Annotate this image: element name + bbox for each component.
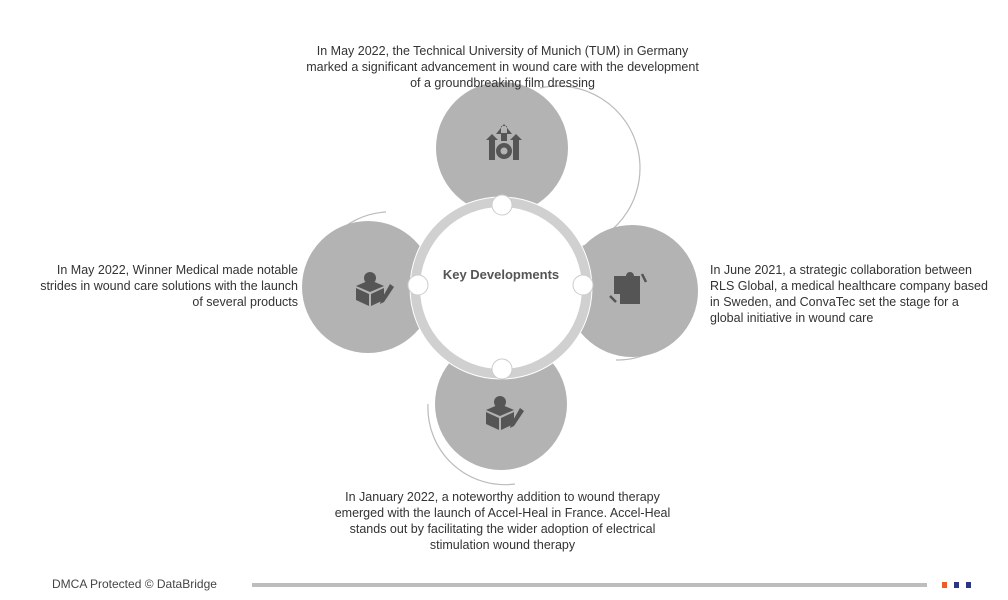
right-development-text: In June 2021, a strategic collaboration … (710, 263, 988, 325)
growth-gear-icon (486, 124, 522, 160)
footer-copyright: DMCA Protected © DataBridge (52, 577, 217, 591)
top-development-text: In May 2022, the Technical University of… (306, 44, 699, 90)
top-connector-dot (491, 194, 513, 216)
brand-square-orange (942, 582, 947, 588)
bottom-development-text: In January 2022, a noteworthy addition t… (334, 490, 671, 552)
right-connector-dot (572, 274, 594, 296)
left-connector-dot (407, 274, 429, 296)
footer-divider (252, 583, 927, 587)
bottom-connector-dot (491, 358, 513, 380)
center-ring (410, 197, 592, 379)
center-label: Key Developments (442, 267, 560, 282)
bottom-arc (427, 403, 516, 486)
brand-square-navy (954, 582, 959, 588)
brand-square-navy (966, 582, 971, 588)
left-development-text: In May 2022, Winner Medical made notable… (40, 263, 298, 309)
puzzle-collaboration-icon (609, 272, 648, 304)
